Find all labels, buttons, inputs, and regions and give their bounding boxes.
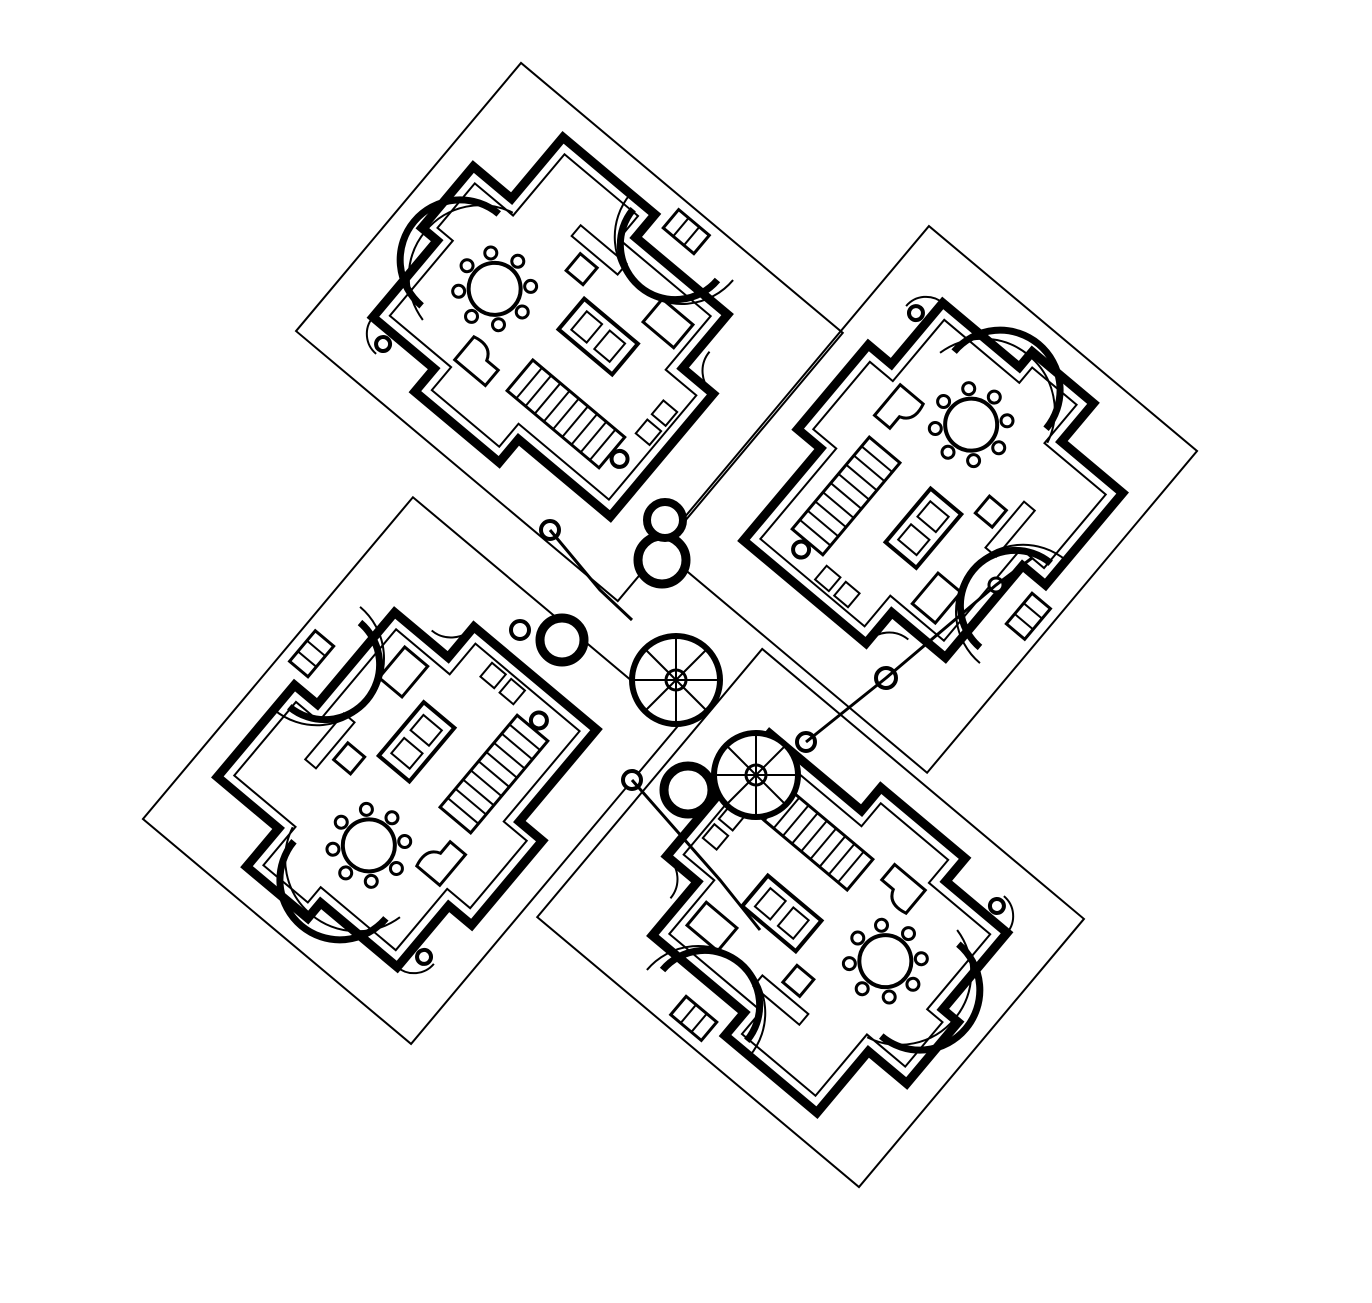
spiral-stair-upper — [629, 633, 723, 727]
spiral-stair-lower — [711, 730, 801, 820]
apartment-unit-ne — [659, 226, 1197, 773]
lift-shaft-s — [659, 761, 717, 819]
lift-shaft-e — [643, 498, 687, 542]
central-core — [509, 498, 1033, 931]
lift-shaft-w — [535, 613, 589, 667]
apartment-unit-sw — [143, 497, 681, 1044]
lift-shaft-n — [633, 531, 691, 589]
apartment-unit-se — [537, 649, 1084, 1187]
